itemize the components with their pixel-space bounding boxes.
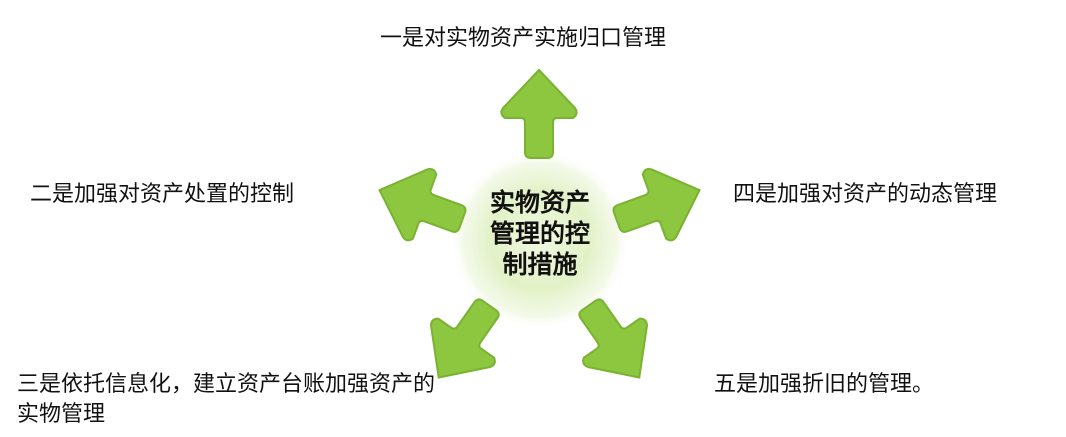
item-label-left: 二是加强对资产处置的控制 (30, 182, 295, 207)
center-title-line-1: 实物资产 (489, 188, 590, 217)
center-title-line-3: 制措施 (502, 250, 578, 279)
center-title: 实物资产 管理的控 制措施 (470, 187, 610, 280)
item-label-bottom-left: 三是依托信息化，建立资产台账加强资产的实物管理 (17, 372, 436, 427)
center-title-line-2: 管理的控 (489, 219, 590, 248)
center-glow (450, 150, 630, 330)
item-label-right: 四是加强对资产的动态管理 (733, 182, 998, 207)
item-label-top: 一是对实物资产实施归口管理 (380, 26, 667, 51)
arrow-top (500, 69, 578, 159)
item-label-bottom-right: 五是加强折旧的管理。 (714, 372, 935, 397)
